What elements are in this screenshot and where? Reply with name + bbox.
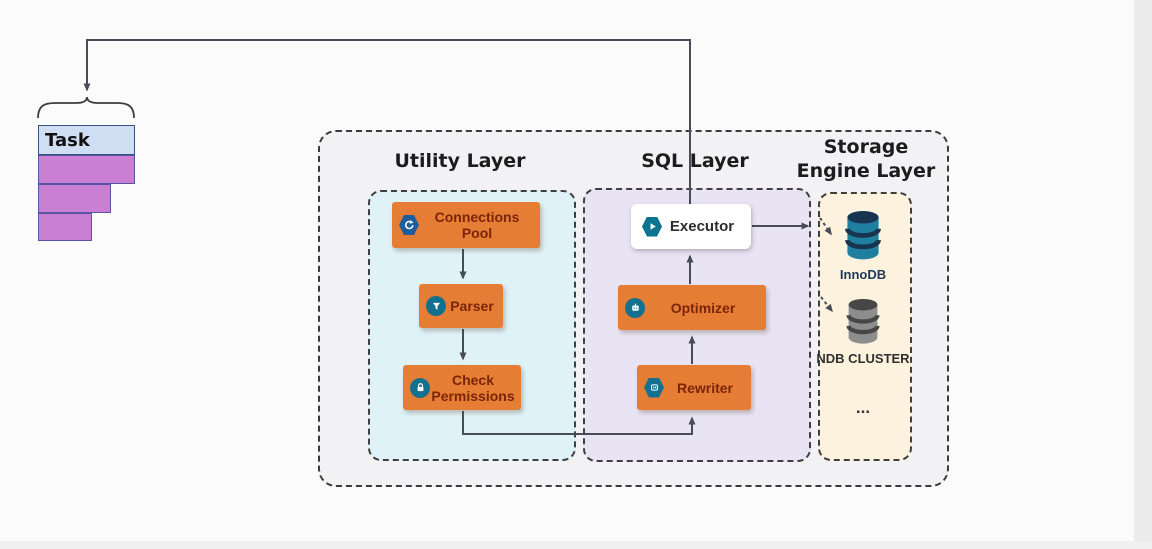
ndb-cluster-label: NDB CLUSTER [816, 351, 910, 366]
lock-circle-icon [409, 377, 431, 398]
node-label: Optimizer [670, 299, 736, 316]
node-parser: Parser [419, 284, 503, 328]
funnel-circle-icon [425, 296, 447, 316]
permissions-to-rewriter-arrow [462, 411, 696, 435]
task-bar [38, 155, 135, 184]
node-executor: Executor [631, 204, 751, 249]
sql-layer-title: SQL Layer [641, 150, 749, 172]
database-teal-icon [845, 211, 881, 260]
node-optimizer: Optimizer [618, 285, 766, 330]
storage-layer-title: Storage Engine Layer [796, 136, 936, 182]
node-label: Check Permissions [431, 371, 515, 404]
task-label: Task [45, 129, 90, 151]
node-check-permissions: Check Permissions [403, 365, 521, 410]
database-gray-icon [846, 298, 880, 344]
node-label: Executor [669, 218, 735, 235]
utility-layer-title: Utility Layer [394, 150, 526, 172]
robot-circle-icon [624, 297, 646, 318]
node-connections-pool: Connections Pool [392, 202, 540, 248]
refresh-hexagon-icon [398, 215, 420, 235]
play-hexagon-icon [641, 216, 663, 237]
more-engines-ellipsis: ... [855, 398, 871, 417]
storage-item-innodb: InnoDB [813, 210, 913, 283]
node-label: Parser [450, 298, 494, 314]
to-ndb-dashed-arrow [820, 296, 833, 313]
node-rewriter: Rewriter [637, 365, 751, 410]
task-box: Task [38, 125, 135, 155]
node-label: Rewriter [676, 379, 734, 396]
task-bar [38, 213, 92, 241]
frame-edge-right [1134, 0, 1152, 549]
innodb-label: InnoDB [839, 267, 887, 282]
task-brace [37, 96, 135, 119]
storage-item-ndb-cluster: NDB CLUSTER [813, 298, 913, 367]
task-bar [38, 184, 111, 213]
task-return-connector [83, 39, 691, 204]
frame-edge-bottom [0, 541, 1152, 549]
node-label: Connections Pool [434, 209, 520, 241]
chip-hexagon-icon [643, 377, 665, 398]
